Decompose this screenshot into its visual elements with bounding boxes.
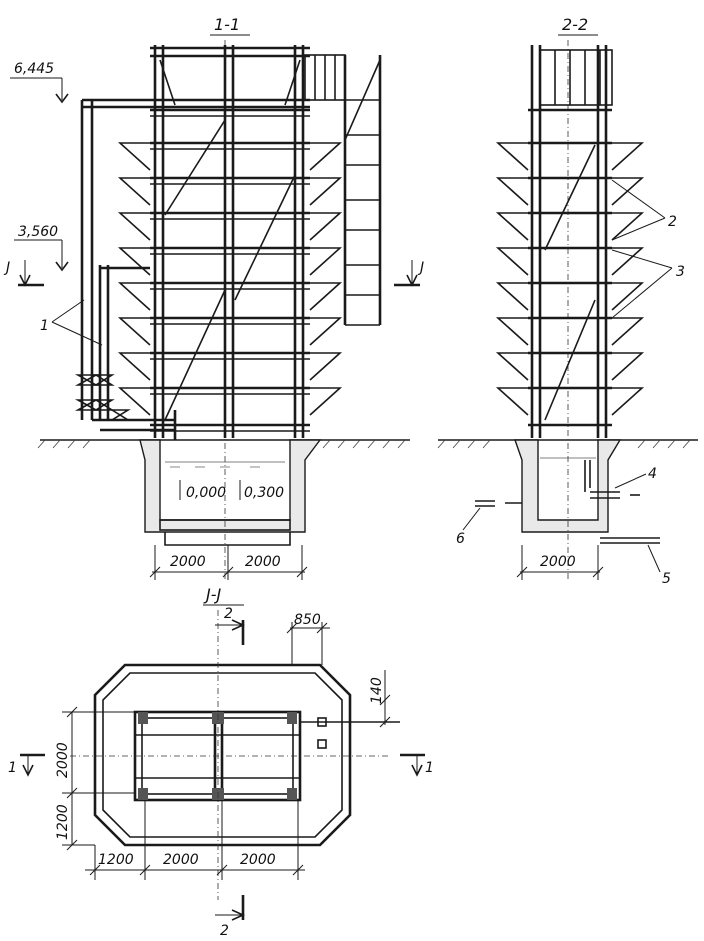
cut-mark-2-bottom: 2 <box>215 895 245 939</box>
cut-mark-j-right: J <box>394 260 424 287</box>
plan-j-j-title: J-J <box>203 585 221 604</box>
section-2-2-title: 2-2 <box>562 15 588 34</box>
cut-j-left-label: J <box>3 260 10 276</box>
tower-columns-2 <box>530 45 608 438</box>
basin-sump <box>164 532 291 546</box>
callout-1: 1 <box>40 318 49 334</box>
elevation-mark-mid: 3,560 <box>14 224 69 272</box>
tower-bracing <box>164 119 296 421</box>
section-1-1: 1-1 0,000 0,300 <box>3 15 424 580</box>
dim-2000-a: 2000 <box>170 554 206 570</box>
cut-mark-2-top: 2 <box>215 606 245 645</box>
cut-2-bottom-label: 2 <box>220 923 229 939</box>
dim-1200-h: 1200 <box>98 852 134 868</box>
tower-floors <box>150 108 310 432</box>
valve-icon <box>74 374 131 421</box>
tower-bracing-2 <box>544 144 596 421</box>
dimension-850: 850 <box>286 612 330 665</box>
callout-2: 2 <box>668 214 677 230</box>
dim-2000-h1: 2000 <box>163 852 199 868</box>
supply-pipes <box>80 98 310 440</box>
cut-1-left-label: 1 <box>8 760 17 776</box>
plan-j-j: J-J 2 2 1 1 <box>8 585 434 939</box>
louvres-right <box>309 142 343 416</box>
dim-2000-h2: 2000 <box>240 852 276 868</box>
section-1-1-title: 1-1 <box>214 15 240 34</box>
callout-5: 5 <box>662 571 671 587</box>
basin-outline-outer <box>93 663 352 847</box>
cut-mark-1-left: 1 <box>8 753 45 777</box>
dim-1200-v: 1200 <box>55 804 71 840</box>
elev-basin-left: 0,000 <box>186 485 226 501</box>
cut-2-top-label: 2 <box>224 606 233 622</box>
elev-basin-right: 0,300 <box>244 485 284 501</box>
pipe-6 <box>475 500 522 507</box>
dimension-140: 140 <box>369 670 391 728</box>
dimension-bottom-plan: 1200 2000 2000 <box>85 800 305 880</box>
cut-1-right-label: 1 <box>425 760 434 776</box>
staircase <box>304 54 382 326</box>
basin-outline-inner <box>102 672 343 838</box>
dim-850: 850 <box>294 612 321 628</box>
dim-2000-v: 2000 <box>55 742 71 778</box>
elev-mid: 3,560 <box>18 224 58 240</box>
cut-mark-1-right: 1 <box>400 753 434 777</box>
water-surface <box>165 461 285 468</box>
pipe-5 <box>600 537 660 544</box>
pipe-plan <box>300 717 400 749</box>
elevation-mark-top: 6,445 <box>10 61 69 104</box>
dim-140: 140 <box>369 677 385 704</box>
dim-2000-c: 2000 <box>540 554 576 570</box>
louvres-right-2 <box>611 142 645 416</box>
pipe-4 <box>584 460 640 499</box>
dim-2000-b: 2000 <box>245 554 281 570</box>
top-rail-2 <box>539 49 613 106</box>
cut-j-right-label: J <box>417 260 424 276</box>
tower-columns <box>153 45 305 438</box>
dimension-left-plan: 2000 1200 <box>55 706 135 851</box>
basin-wall <box>139 439 322 533</box>
section-2-2: 2-2 <box>437 15 698 587</box>
elev-top: 6,445 <box>14 61 54 77</box>
dimension-bottom-2-2: 2000 <box>516 545 604 580</box>
basin-wall-2 <box>514 439 622 533</box>
callout-3: 3 <box>676 264 685 280</box>
louvres-left <box>117 142 151 416</box>
callout-4: 4 <box>648 466 657 482</box>
cut-mark-j-left: J <box>3 260 44 287</box>
callout-6: 6 <box>456 531 465 547</box>
louvres-left-2 <box>495 142 529 416</box>
dimension-bottom-1-1: 2000 2000 <box>149 545 308 580</box>
tower-floors-2 <box>528 108 612 427</box>
